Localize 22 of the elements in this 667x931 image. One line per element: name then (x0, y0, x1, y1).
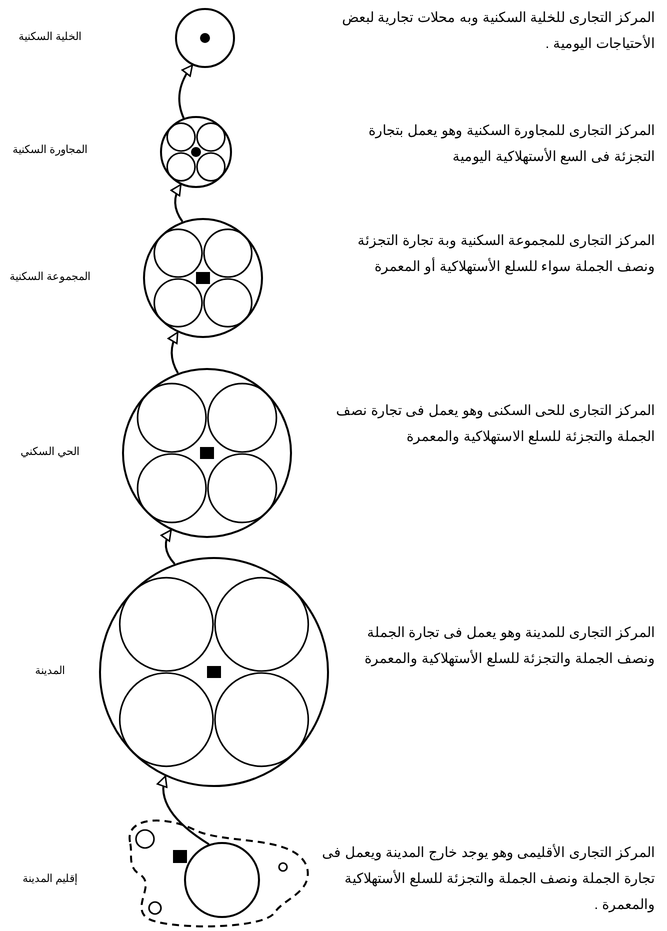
arrow (170, 184, 184, 222)
circle-drawing (122, 368, 292, 538)
level-name: المدينة (34, 664, 66, 677)
description-text: المركز التجارى للمجموعة السكنية وبة تجارة التجزئة ونصف الجملة سواء للسلع الأستهلاكية أو المعمرة (356, 231, 655, 276)
description-text: المركز التجارى للمجاورة السكنية وهو يعمل بتجارة التجزئة فى السع الأستهلاكية اليومية (368, 121, 655, 166)
level-name: المجاورة السكنية (11, 143, 89, 156)
circle-drawing (99, 557, 329, 787)
description-text: المركز التجارى للمدينة وهو يعمل فى تجارة الجملة ونصف الجملة والتجزئة للسلع الأستهلاكية والمعمرة (364, 623, 655, 668)
description-text: المركز التجارى للخلية السكنية وبه محلات تجارية لبعض الأحتياجات اليومية . (340, 8, 655, 54)
level-name: المجموعة السكنية (8, 270, 92, 283)
circle-drawing (160, 116, 232, 188)
circle-drawing (143, 218, 263, 338)
level-name: إقليم المدينة (21, 872, 79, 885)
level-name: الحي السكني (19, 445, 81, 458)
description-text: المركز التجارى الأقليمى وهو يوجد خارج المدينة ويعمل فى تجارة الجملة ونصف الجملة والتجزئة للسلع الأستهلاكية والمعمرة . (320, 842, 655, 914)
description-text: المركز التجارى للحى السكنى وهو يعمل فى تجارة نصف الجملة والتجزئة للسلع الاستهلاكية والمعمرة (334, 401, 655, 446)
level-name: الخلية السكنية (17, 30, 83, 43)
circle (184, 842, 260, 918)
circle-drawing (175, 8, 235, 68)
arrow (178, 64, 194, 119)
arrow (168, 332, 179, 374)
arrow (160, 529, 176, 565)
